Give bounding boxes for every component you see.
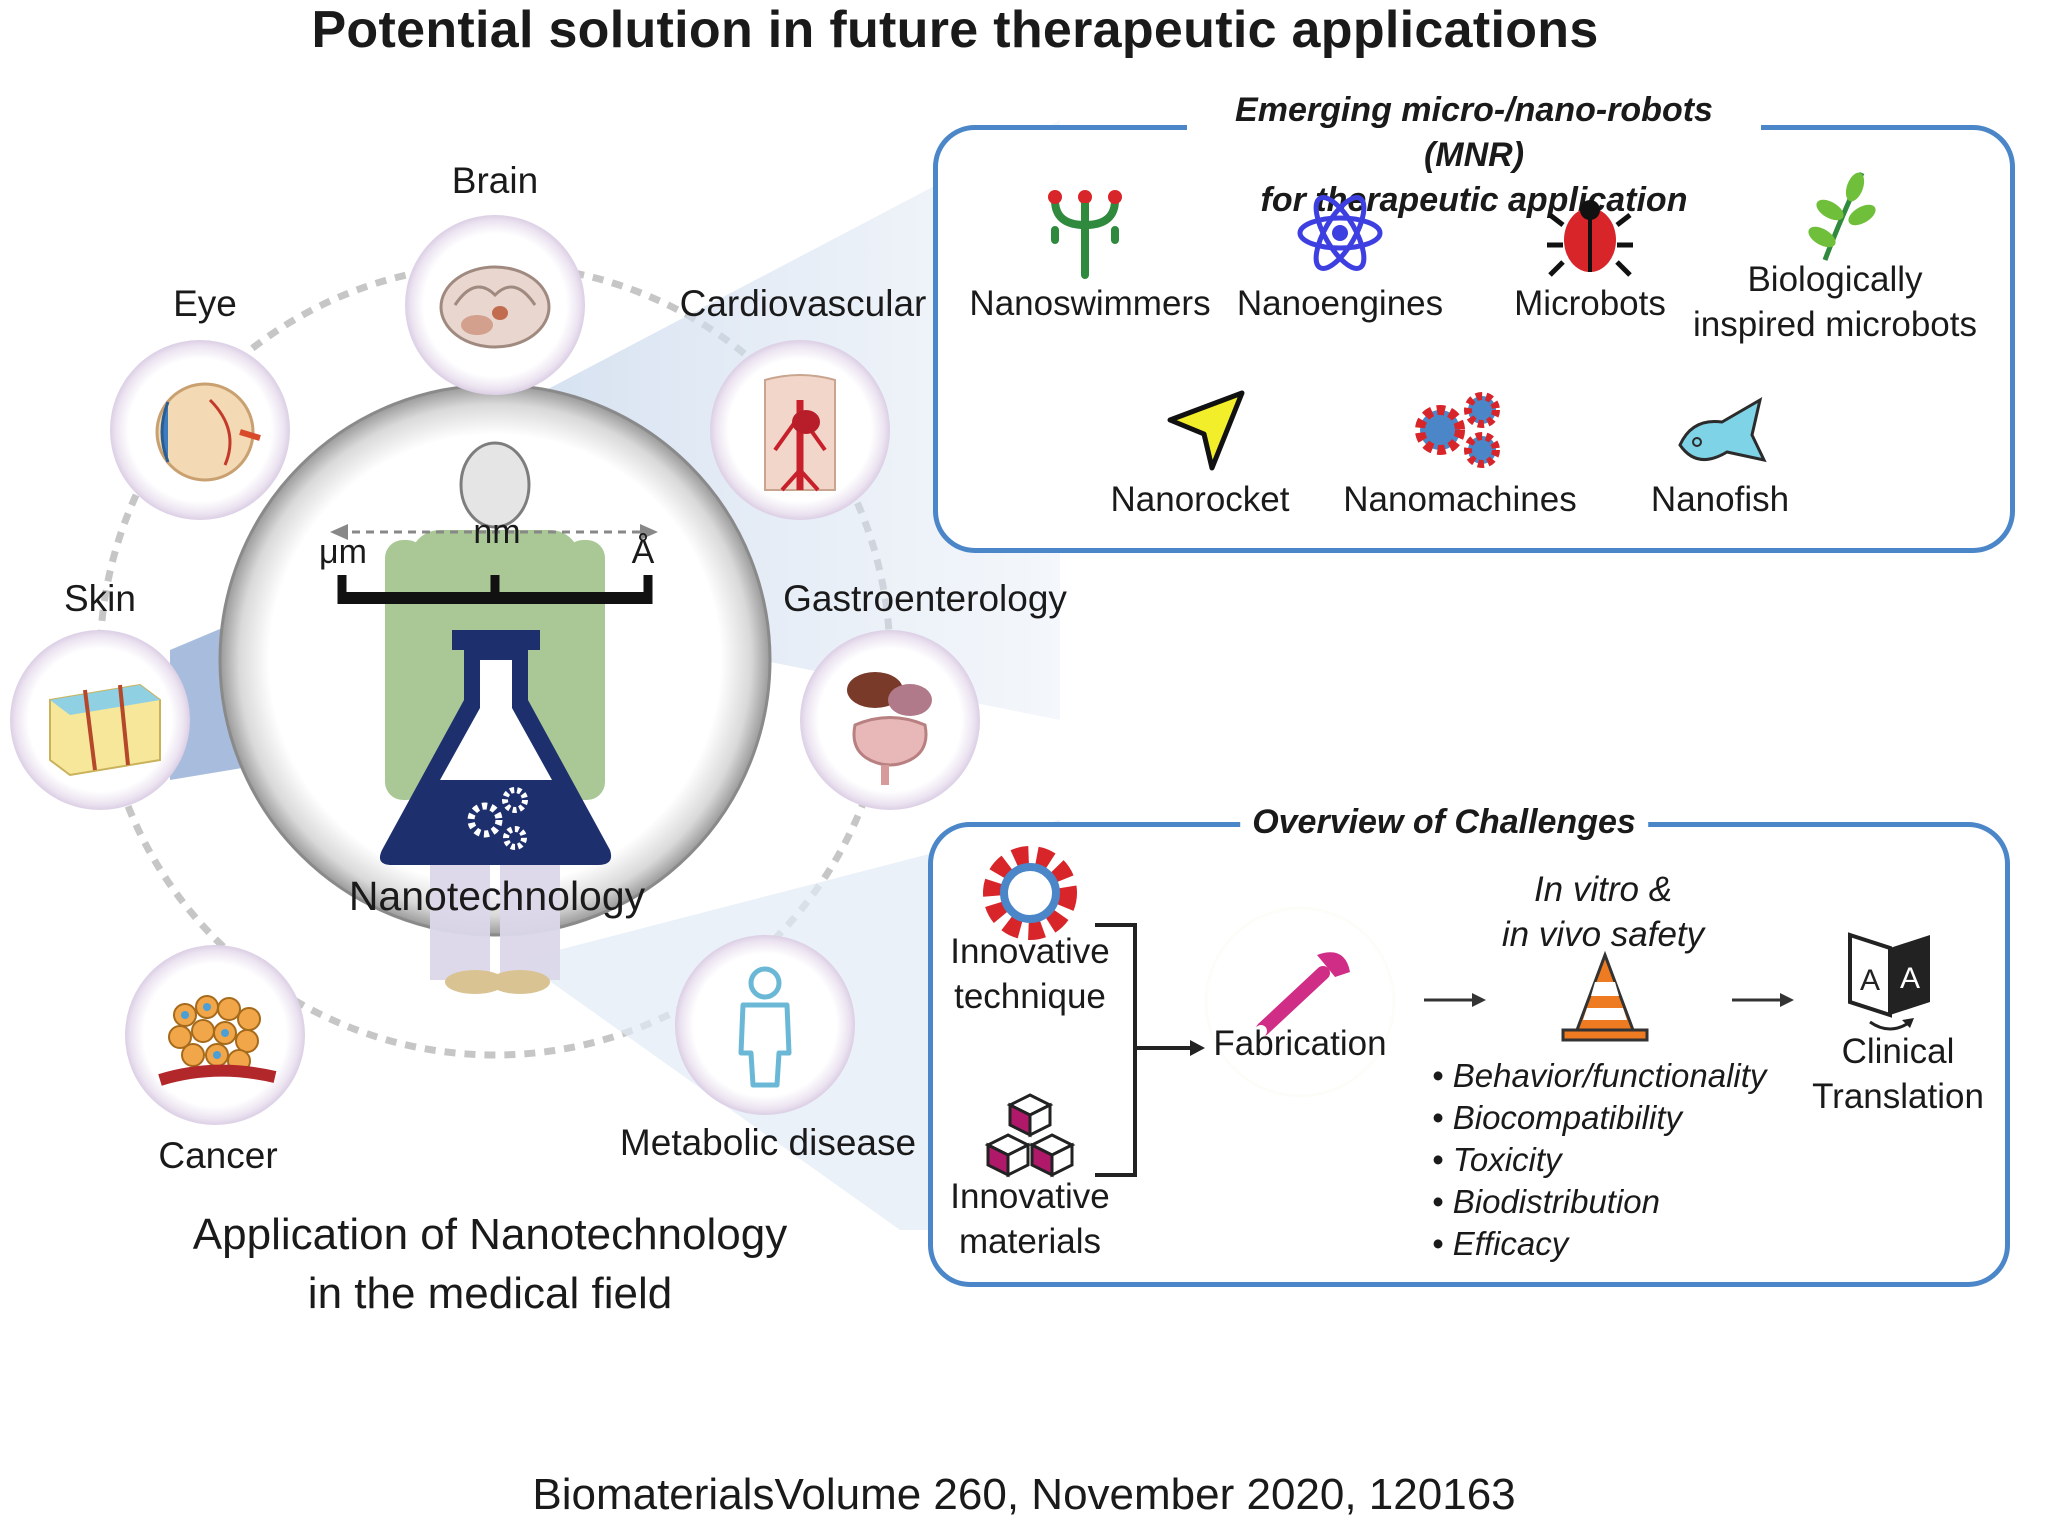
bio-microbots-label: Biologically inspired microbots: [1693, 258, 1977, 348]
safety-bullets: • Behavior/functionality • Biocompatibil…: [1432, 1055, 1766, 1265]
mnr-title-line2: for therapeutic application: [1260, 180, 1688, 219]
brain-icon: [439, 265, 551, 349]
scale-angstrom-label: Å: [631, 533, 655, 571]
nanorocket-arrow-icon: [1167, 390, 1245, 471]
bio-line1: Biologically: [1747, 260, 1923, 299]
bullet-behavior: • Behavior/functionality: [1432, 1057, 1767, 1094]
brain-label: Brain: [451, 160, 539, 201]
fabrication-circle: [1205, 907, 1395, 1097]
clinical-line2: Translation: [1812, 1076, 1984, 1116]
bullet-biodistribution: • Biodistribution: [1432, 1183, 1661, 1220]
skin-circle: [10, 630, 190, 810]
mnr-title-line1: Emerging micro-/nano-robots (MNR): [1235, 91, 1713, 174]
bullet-toxicity: • Toxicity: [1432, 1141, 1562, 1178]
eye-circle: [110, 340, 290, 520]
nanomachines-gears-icon: [1415, 392, 1500, 468]
nanotechnology-label: Nanotechnology: [348, 873, 646, 919]
citation-footer: BiomaterialsVolume 260, November 2020, 1…: [532, 1470, 1516, 1519]
skin-label: Skin: [64, 578, 136, 619]
traffic-cone-icon: [1561, 950, 1649, 1042]
cancer-label: Cancer: [158, 1135, 278, 1176]
figure-title: Potential solution in future therapeutic…: [311, 1, 1599, 59]
clinical-translation-label: Clinical Translation: [1812, 1030, 1984, 1120]
innovative-technique-label: Innovative technique: [950, 930, 1110, 1020]
wrench-icon: [1255, 952, 1350, 1037]
nanoengines-label: Nanoengines: [1236, 284, 1444, 323]
bullet-efficacy: • Efficacy: [1432, 1225, 1569, 1262]
mnr-panel-title: Emerging micro-/nano-robots (MNR) for th…: [1187, 88, 1761, 223]
material-cubes-icon: [984, 1093, 1076, 1178]
red-gear-icon: [983, 846, 1077, 940]
eye-icon: [155, 382, 261, 482]
innovative-materials-label: Innovative materials: [950, 1175, 1110, 1265]
cardiovascular-circle: [710, 340, 890, 520]
nanofish-label: Nanofish: [1650, 480, 1790, 519]
nanorocket-label: Nanorocket: [1110, 480, 1290, 519]
left-caption-line1: Application of Nanotechnology: [192, 1210, 788, 1259]
clinical-line1: Clinical: [1841, 1032, 1955, 1071]
technique-line1: Innovative: [950, 932, 1110, 971]
safety-line1: In vitro &: [1533, 870, 1673, 909]
bracket-arrow: [1095, 923, 1205, 1177]
bullet-biocompatibility: • Biocompatibility: [1432, 1099, 1682, 1136]
safety-label: In vitro & in vivo safety: [1502, 868, 1704, 958]
left-caption-line2: in the medical field: [307, 1269, 673, 1319]
heart-body-icon: [764, 374, 836, 492]
materials-line2: materials: [959, 1221, 1101, 1261]
gastro-circle: [800, 630, 980, 810]
svg-text:A: A: [1900, 962, 1920, 995]
left-caption: Application of Nanotechnology in the med…: [193, 1205, 787, 1324]
nanomachines-label: Nanomachines: [1343, 480, 1577, 519]
challenges-title: Overview of Challenges: [1240, 800, 1648, 845]
eye-label: Eye: [173, 283, 237, 324]
safety-line2: in vivo safety: [1501, 914, 1705, 954]
metabolic-label: Metabolic disease: [619, 1122, 917, 1163]
arrow-to-clinical: [1732, 993, 1794, 1007]
metabolic-circle: [675, 935, 855, 1115]
digestive-icon: [847, 672, 932, 785]
leaf-sprig-icon: [1808, 171, 1876, 261]
brain-circle: [405, 215, 585, 395]
svg-text:A: A: [1860, 964, 1880, 997]
person-outline-icon: [738, 966, 792, 1088]
microbot-beetle-icon: [1547, 200, 1633, 277]
flask-icon: [379, 630, 612, 865]
nanoswimmer-icon: [1048, 190, 1122, 279]
nanofish-icon: [1678, 396, 1767, 463]
gastro-label: Gastroenterology: [783, 578, 1067, 619]
scale-um-label: μm: [319, 533, 367, 571]
nanoswimmers-label: Nanoswimmers: [969, 284, 1211, 323]
scale-nm-label: nm: [473, 513, 521, 551]
materials-line1: Innovative: [950, 1177, 1110, 1216]
technique-line2: technique: [954, 976, 1106, 1016]
microbots-label: Microbots: [1514, 284, 1666, 323]
cancer-circle: [125, 945, 305, 1125]
skin-layer-icon: [49, 683, 161, 777]
translation-icon: A A: [1848, 932, 1930, 1031]
bio-line2: inspired microbots: [1693, 304, 1977, 344]
nanoengine-atom-icon: [1297, 195, 1383, 271]
arrow-to-safety: [1424, 993, 1486, 1007]
fabrication-label: Fabrication: [1213, 1024, 1387, 1063]
tumor-cells-icon: [158, 995, 277, 1086]
cardiovascular-label: Cardiovascular: [679, 283, 927, 324]
challenges-panel: [928, 822, 2010, 1287]
